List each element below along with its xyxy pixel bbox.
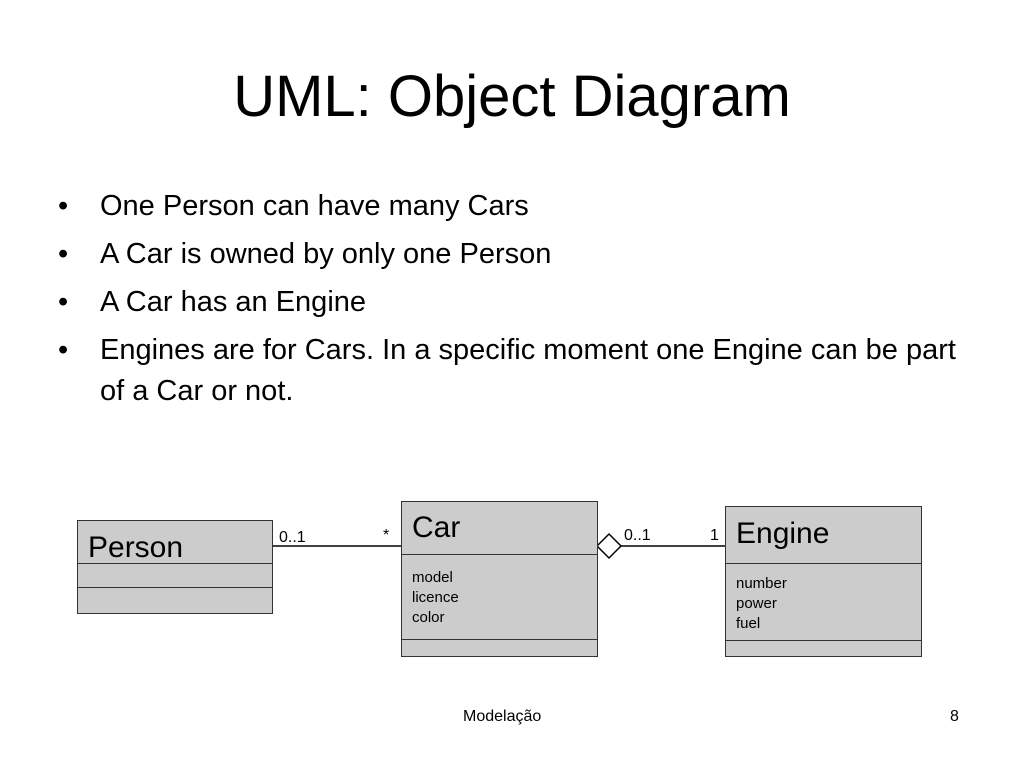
bullet-item: • One Person can have many Cars xyxy=(58,186,958,227)
bullet-item: • Engines are for Cars. In a specific mom… xyxy=(58,330,958,412)
person-attributes-compartment xyxy=(78,563,272,587)
car-operations-compartment xyxy=(402,639,597,655)
car-attribute: licence xyxy=(412,589,459,606)
person-end-multiplicity: 0..1 xyxy=(279,529,306,546)
bullet-item: • A Car is owned by only one Person xyxy=(58,234,958,275)
bullet-text: A Car is owned by only one Person xyxy=(100,238,552,270)
bullet-marker: • xyxy=(58,238,69,270)
aggregation-diamond-icon xyxy=(595,532,623,560)
car-attribute: model xyxy=(412,569,453,586)
engine-end-multiplicity: 1 xyxy=(710,527,719,544)
bullet-text: A Car has an Engine xyxy=(100,286,367,318)
car-aggregation-multiplicity: 0..1 xyxy=(624,527,651,544)
page-number: 8 xyxy=(950,708,959,725)
bullet-list: • One Person can have many Cars • A Car is… xyxy=(58,186,958,419)
car-attribute: color xyxy=(412,609,445,626)
bullet-marker: • xyxy=(58,286,69,318)
car-attributes-compartment: model licence color xyxy=(402,554,597,639)
engine-attribute: number xyxy=(736,575,787,592)
engine-class-name: Engine xyxy=(736,517,830,550)
bullet-item: • A Car has an Engine xyxy=(58,282,958,323)
bullet-text: Engines are for Cars. In a specific mome… xyxy=(100,334,956,407)
person-class-name: Person xyxy=(88,531,184,564)
engine-attributes-compartment: number power fuel xyxy=(726,563,921,640)
engine-class-box: Engine number power fuel xyxy=(725,506,922,657)
slide-title: UML: Object Diagram xyxy=(233,64,791,129)
bullet-marker: • xyxy=(58,190,69,222)
footer-title: Modelação xyxy=(463,708,542,725)
car-class-box: Car model licence color xyxy=(401,501,598,657)
engine-attribute: fuel xyxy=(736,615,761,632)
car-end-multiplicity: * xyxy=(383,527,390,544)
engine-operations-compartment xyxy=(726,640,921,655)
car-class-name: Car xyxy=(412,511,461,544)
engine-attribute: power xyxy=(736,595,777,612)
bullet-marker: • xyxy=(58,334,69,366)
person-class-box: Person xyxy=(77,520,273,614)
person-operations-compartment xyxy=(78,587,272,613)
bullet-text: One Person can have many Cars xyxy=(100,190,529,222)
